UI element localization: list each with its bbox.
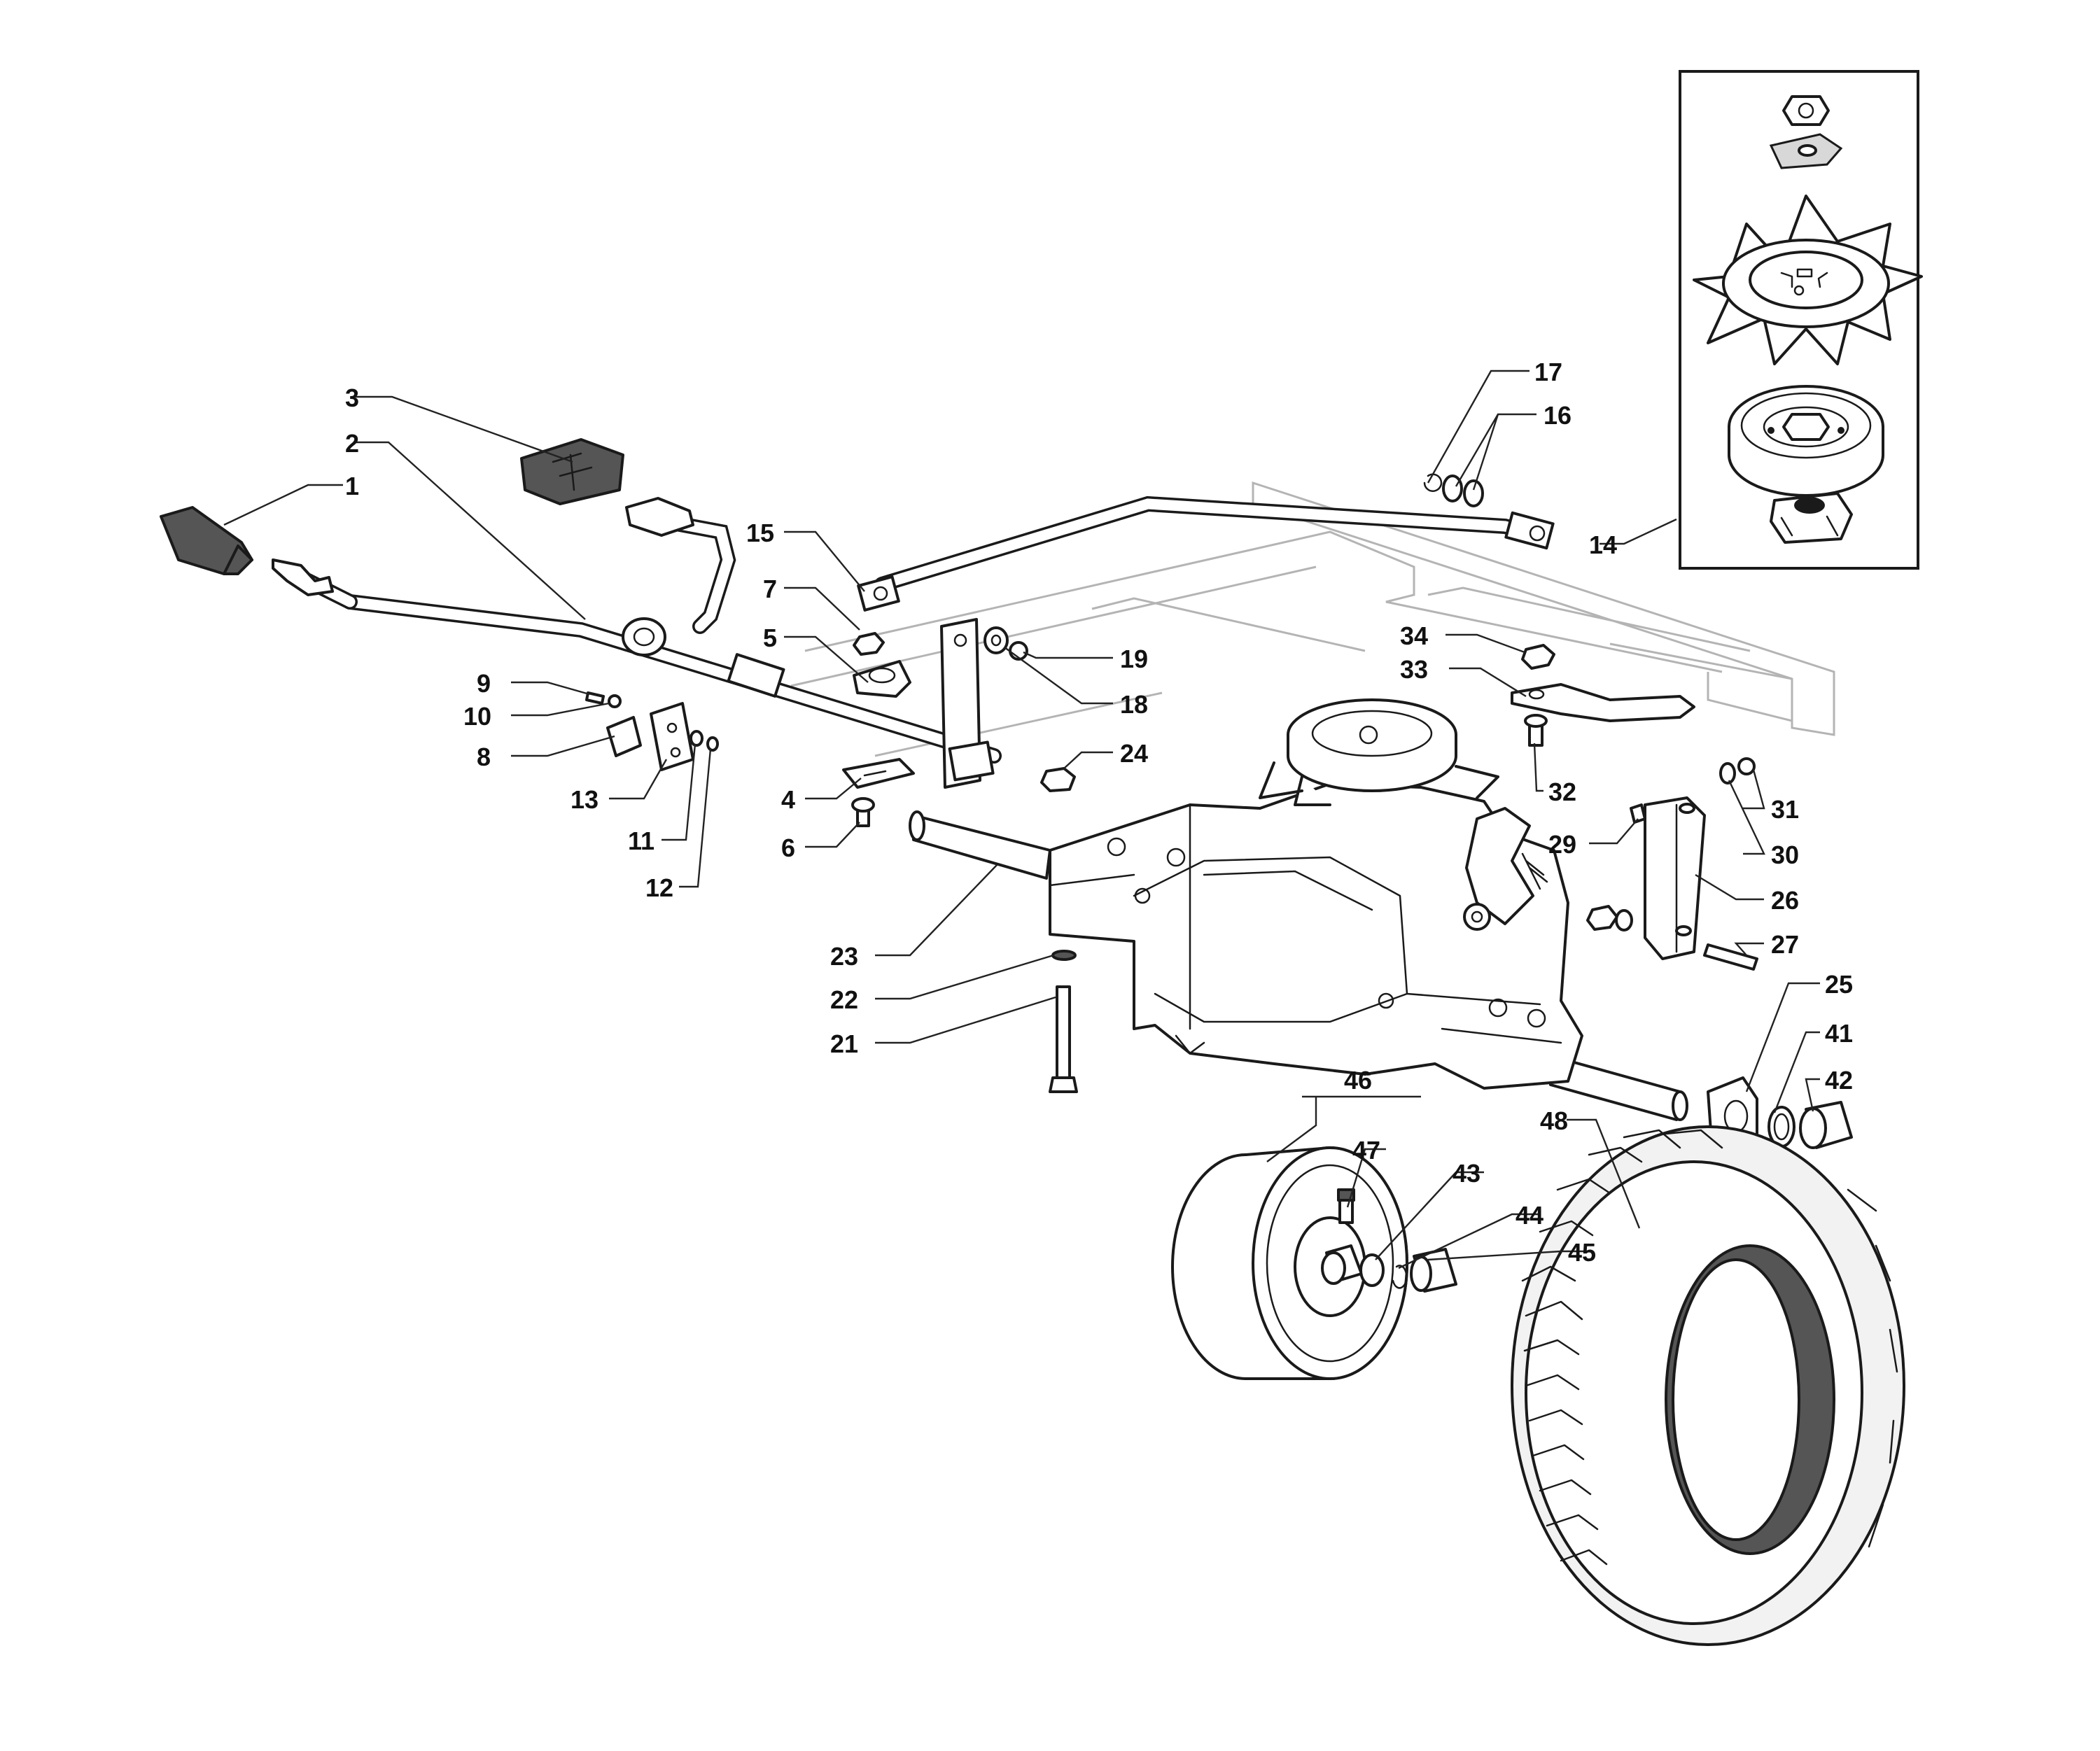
callout-12: 12 bbox=[645, 873, 673, 902]
wheel-rim bbox=[1171, 1146, 1457, 1380]
callout-18: 18 bbox=[1120, 690, 1148, 719]
transaxle bbox=[909, 698, 1688, 1121]
callout-8: 8 bbox=[477, 743, 491, 771]
callout-25: 25 bbox=[1825, 970, 1853, 999]
callout-4: 4 bbox=[781, 785, 795, 814]
callout-16: 16 bbox=[1544, 401, 1572, 430]
leader-lines bbox=[223, 370, 1820, 1270]
callout-34: 34 bbox=[1400, 621, 1428, 650]
callout-33: 33 bbox=[1400, 655, 1428, 684]
callout-9: 9 bbox=[477, 669, 491, 698]
callout-26: 26 bbox=[1771, 886, 1799, 915]
callout-31: 31 bbox=[1771, 795, 1799, 824]
callout-23: 23 bbox=[830, 942, 858, 971]
callout-15: 15 bbox=[746, 519, 774, 547]
pulley-fan-inset bbox=[1679, 70, 1923, 570]
callout-48: 48 bbox=[1540, 1106, 1568, 1135]
callout-19: 19 bbox=[1120, 645, 1148, 673]
tyre bbox=[1511, 1125, 1905, 1646]
callout-24: 24 bbox=[1120, 739, 1148, 768]
callout-3: 3 bbox=[345, 384, 359, 412]
callout-13: 13 bbox=[570, 785, 598, 814]
callout-11: 11 bbox=[628, 827, 654, 855]
callout-45: 45 bbox=[1568, 1238, 1596, 1267]
callout-27: 27 bbox=[1771, 930, 1799, 959]
callout-2: 2 bbox=[345, 429, 359, 458]
callout-10: 10 bbox=[463, 702, 491, 731]
drive-rods bbox=[286, 473, 1555, 789]
pedal-parts bbox=[160, 438, 1076, 827]
callout-7: 7 bbox=[763, 575, 777, 603]
callout-41: 41 bbox=[1825, 1019, 1853, 1048]
callout-labels: 1 2 3 4 5 6 7 8 9 10 11 12 13 14 15 16 1… bbox=[345, 358, 1853, 1267]
callout-5: 5 bbox=[763, 624, 777, 652]
callout-21: 21 bbox=[830, 1029, 858, 1058]
callout-1: 1 bbox=[345, 472, 359, 500]
callout-43: 43 bbox=[1452, 1159, 1480, 1188]
callout-47: 47 bbox=[1352, 1136, 1380, 1165]
callout-46: 46 bbox=[1344, 1066, 1372, 1095]
callout-44: 44 bbox=[1516, 1201, 1544, 1230]
callout-42: 42 bbox=[1825, 1066, 1853, 1095]
right-hardware bbox=[1049, 644, 1853, 1163]
callout-6: 6 bbox=[781, 834, 795, 862]
callout-29: 29 bbox=[1548, 830, 1576, 859]
callout-14: 14 bbox=[1589, 530, 1617, 559]
callout-22: 22 bbox=[830, 985, 858, 1014]
callout-32: 32 bbox=[1548, 778, 1576, 806]
callout-30: 30 bbox=[1771, 841, 1799, 869]
callout-17: 17 bbox=[1534, 358, 1562, 386]
